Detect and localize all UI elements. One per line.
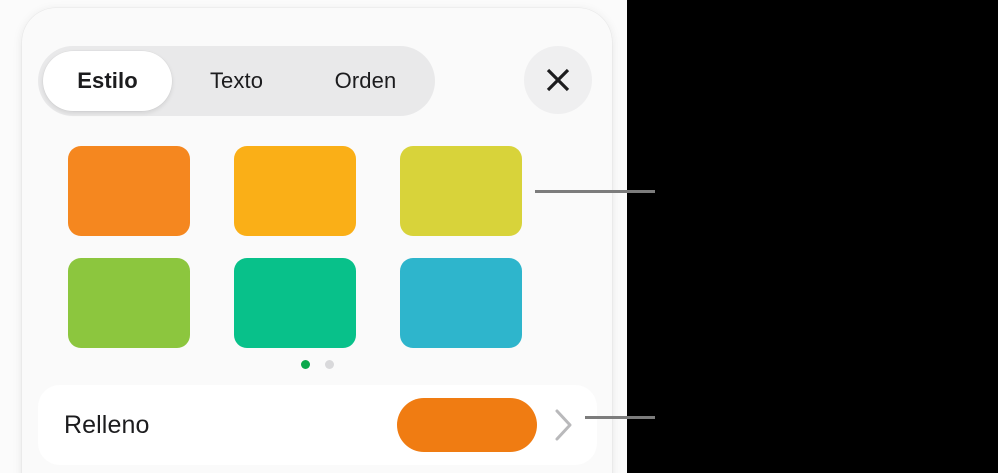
page-dot-1[interactable] <box>300 360 310 369</box>
swatch-emerald[interactable] <box>234 258 356 348</box>
style-swatch-grid <box>68 146 568 348</box>
swatch-orange[interactable] <box>68 146 190 236</box>
tab-texto-label: Texto <box>209 68 264 93</box>
popover-stage: Estilo Texto Orden <box>0 0 627 473</box>
popover-header: Estilo Texto Orden <box>22 8 612 120</box>
callout-line-fill-row <box>585 416 655 419</box>
swatch-amber[interactable] <box>234 146 356 236</box>
close-icon <box>546 68 570 92</box>
close-button[interactable] <box>524 46 592 114</box>
format-popover: Estilo Texto Orden <box>22 8 612 473</box>
tab-estilo[interactable]: Estilo <box>43 51 172 111</box>
segmented-control[interactable]: Estilo Texto Orden <box>38 46 435 116</box>
fill-row[interactable]: Relleno <box>38 385 597 465</box>
style-pagination <box>22 360 612 369</box>
tab-estilo-label: Estilo <box>77 68 138 93</box>
page-dot-2[interactable] <box>324 360 334 369</box>
fill-label: Relleno <box>64 410 150 439</box>
fill-color-value[interactable] <box>397 398 537 452</box>
tab-texto[interactable]: Texto <box>172 51 301 111</box>
tab-orden[interactable]: Orden <box>301 51 430 111</box>
callout-line-style-swatch <box>535 190 655 193</box>
swatch-cyan[interactable] <box>400 258 522 348</box>
swatch-yellow[interactable] <box>400 146 522 236</box>
tab-orden-label: Orden <box>334 68 397 93</box>
chevron-right-icon <box>553 408 575 442</box>
swatch-green[interactable] <box>68 258 190 348</box>
